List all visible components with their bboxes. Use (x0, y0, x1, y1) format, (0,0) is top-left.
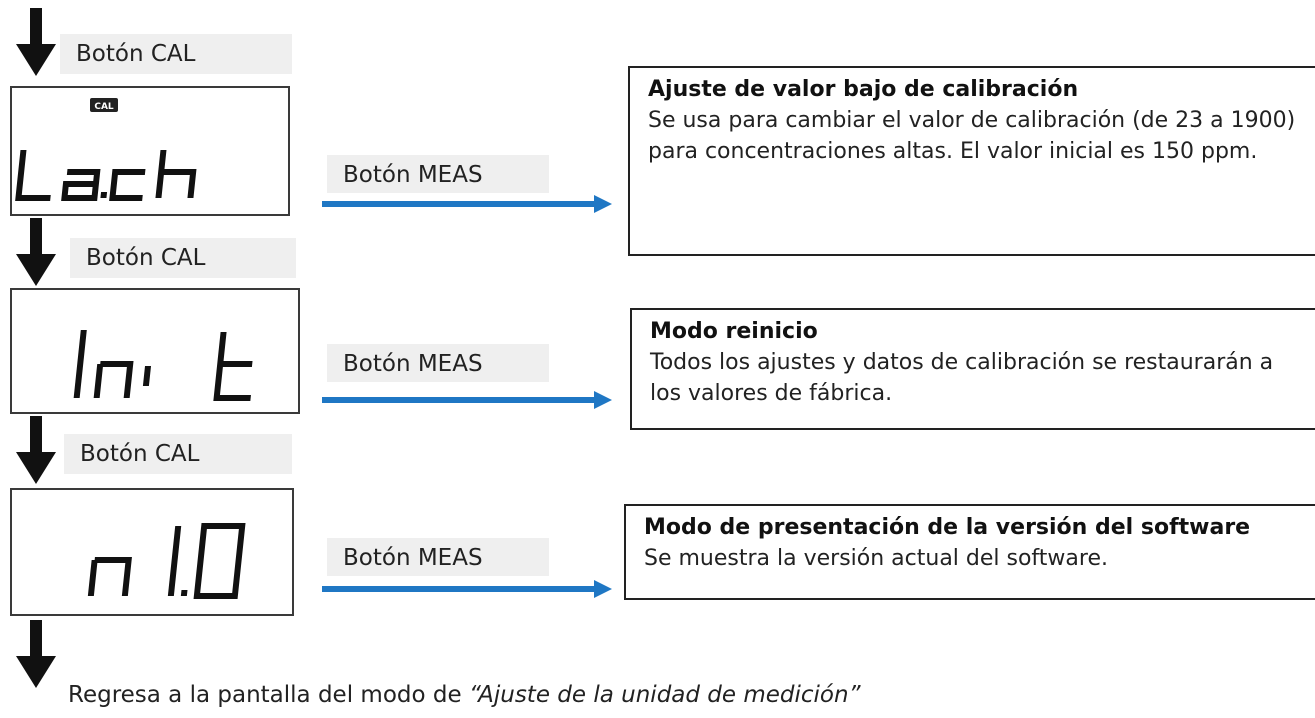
meas-button-label: Botón MEAS (327, 538, 549, 576)
info-box-low-calibration: Ajuste de valor bajo de calibración Se u… (628, 66, 1315, 256)
right-arrow-icon (322, 580, 612, 598)
info-body: Se usa para cambiar el valor de calibrac… (648, 108, 1296, 164)
meas-button-label: Botón MEAS (327, 344, 549, 382)
cal-badge-text: CAL (94, 102, 114, 112)
lcd-display-init (10, 288, 300, 414)
return-note: Regresa a la pantalla del modo de “Ajust… (68, 682, 861, 708)
down-arrow-icon (16, 218, 56, 286)
cal-button-label: Botón CAL (64, 434, 292, 474)
return-note-mode: “Ajuste de la unidad de medición” (468, 682, 861, 708)
return-note-prefix: Regresa a la pantalla del modo de (68, 682, 469, 708)
info-body: Todos los ajustes y datos de calibración… (650, 350, 1274, 406)
down-arrow-icon (16, 620, 56, 688)
info-title: Modo de presentación de la versión del s… (644, 515, 1251, 540)
meas-button-label: Botón MEAS (327, 155, 549, 193)
lcd-display-version (10, 488, 294, 616)
cal-button-label: Botón CAL (60, 34, 292, 74)
right-arrow-icon (322, 195, 612, 213)
lcd-display-lach: CAL (10, 86, 290, 216)
info-title: Ajuste de valor bajo de calibración (648, 77, 1079, 102)
info-body: Se muestra la versión actual del softwar… (644, 546, 1108, 571)
down-arrow-icon (16, 8, 56, 76)
info-title: Modo reinicio (650, 319, 818, 344)
info-box-reset-mode: Modo reinicio Todos los ajustes y datos … (630, 308, 1315, 430)
info-box-software-version: Modo de presentación de la versión del s… (624, 504, 1315, 600)
down-arrow-icon (16, 416, 56, 484)
cal-button-label: Botón CAL (70, 238, 296, 278)
right-arrow-icon (322, 391, 612, 409)
